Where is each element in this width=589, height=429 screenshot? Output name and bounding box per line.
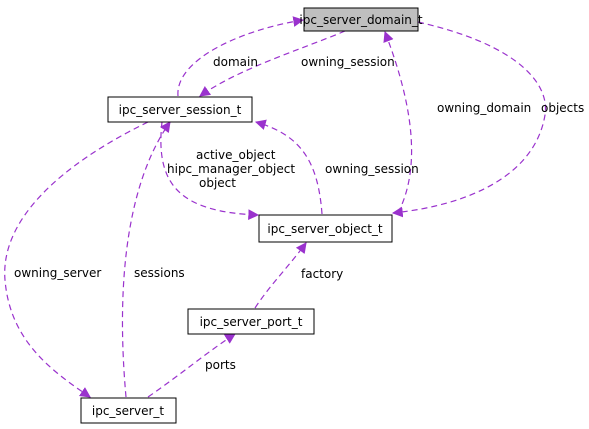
- node-ipc-server-session-t[interactable]: ipc_server_session_t: [107, 96, 253, 123]
- edge-label-owning-server: owning_server: [14, 266, 101, 280]
- edge-session-to-server: [4, 121, 149, 398]
- edge-session-to-object: [160, 121, 260, 221]
- node-label: ipc_server_object_t: [267, 222, 383, 236]
- node-ipc-server-object-t[interactable]: ipc_server_object_t: [258, 214, 393, 243]
- edge-server-to-session: [121, 121, 171, 398]
- edge-label-object: object: [199, 176, 236, 190]
- node-label: ipc_server_domain_t: [299, 13, 422, 27]
- edge-label-owning-domain: owning_domain: [437, 101, 531, 115]
- edge-domain-to-object: [391, 21, 547, 218]
- edge-object-to-session: [254, 119, 323, 215]
- node-ipc-server-t[interactable]: ipc_server_t: [80, 397, 177, 424]
- node-label: ipc_server_port_t: [200, 315, 303, 329]
- edge-port-to-object: [254, 242, 307, 309]
- edge-label-objects: objects: [541, 101, 584, 115]
- edge-server-to-port: [147, 333, 236, 398]
- edge-session-to-domain: [177, 16, 305, 97]
- node-ipc-server-port-t[interactable]: ipc_server_port_t: [187, 308, 315, 335]
- node-label: ipc_server_t: [92, 404, 165, 418]
- edge-label-owning-session-top: owning_session: [301, 55, 395, 69]
- edge-label-domain: domain: [213, 55, 258, 69]
- edge-label-factory: factory: [301, 267, 343, 281]
- edge-label-owning-session-mid: owning_session: [325, 162, 419, 176]
- node-label: ipc_server_session_t: [119, 103, 242, 117]
- edge-label-ports: ports: [205, 358, 236, 372]
- node-ipc-server-domain-t[interactable]: ipc_server_domain_t: [299, 7, 423, 32]
- edge-label-hipc-manager-object: hipc_manager_object: [167, 162, 295, 176]
- edge-label-sessions: sessions: [134, 266, 185, 280]
- edge-domain-to-session: [199, 30, 346, 97]
- edge-label-active-object: active_object: [196, 148, 276, 162]
